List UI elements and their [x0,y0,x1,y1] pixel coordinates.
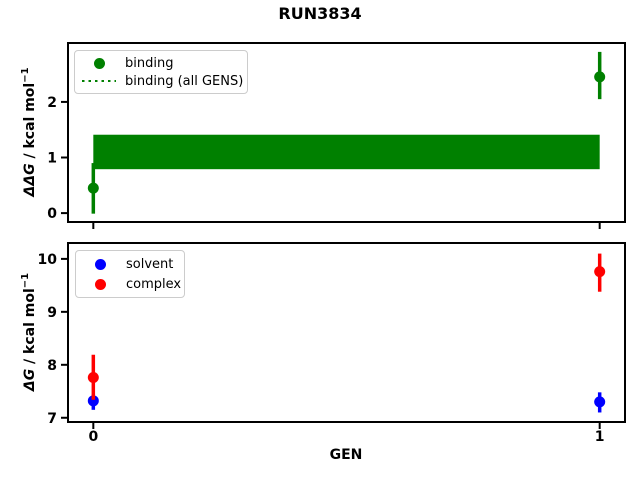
top-ylabel-superscript: −1 [20,67,32,83]
y-tick-label: 0 [47,206,57,222]
y-tick-label: 8 [47,358,57,374]
binding-dot-icon [93,57,105,69]
legend-marker-area [83,278,117,290]
legend-item-complex: complex [83,277,181,292]
legend-label: solvent [126,256,174,272]
confidence-band [93,134,600,170]
legend-bottom: solvent complex [75,250,185,298]
figure-title: RUN3834 [278,4,362,23]
complex-data-point [87,372,99,384]
binding-data-point [87,182,99,194]
bottom-ylabel-math: ΔG [21,368,38,392]
bottom-ylabel: ΔG / kcal mol−1 [20,273,38,391]
axes-frame [67,42,626,223]
y-tick-label: 10 [38,252,58,268]
x-tick-label: 0 [88,429,98,445]
bottom-ylabel-superscript: −1 [20,272,32,289]
complex-data-point [594,266,606,278]
dotted-line-icon [82,79,116,83]
legend-item-binding: binding [82,56,240,71]
legend-item-solvent: solvent [83,257,177,272]
legend-label: binding [125,55,174,71]
binding-data-point [594,71,606,83]
legend-top: binding binding (all GENS) [74,50,248,94]
complex-dot-icon [94,278,106,290]
y-tick-label: 7 [47,411,57,427]
legend-marker-area [82,79,116,83]
solvent-data-point [594,396,606,408]
legend-marker-area [83,258,117,270]
top-ylabel-math: ΔΔG [21,163,38,197]
axes-frame [67,242,626,423]
legend-item-binding-all-gens: binding (all GENS) [82,73,244,89]
top-ylabel-units: / kcal mol [21,82,38,164]
legend-label: complex [126,276,182,292]
solvent-dot-icon [94,258,106,270]
y-tick-label: 2 [47,95,57,111]
legend-label: binding (all GENS) [125,73,244,89]
bottom-ylabel-units: / kcal mol [21,288,38,369]
top-ylabel: ΔΔG / kcal mol−1 [20,67,38,196]
y-tick-label: 1 [47,151,57,167]
xlabel: GEN [329,447,363,463]
y-tick-label: 9 [47,305,57,321]
solvent-data-point [87,395,99,407]
legend-marker-area [82,57,116,69]
x-tick-label: 1 [595,429,605,445]
